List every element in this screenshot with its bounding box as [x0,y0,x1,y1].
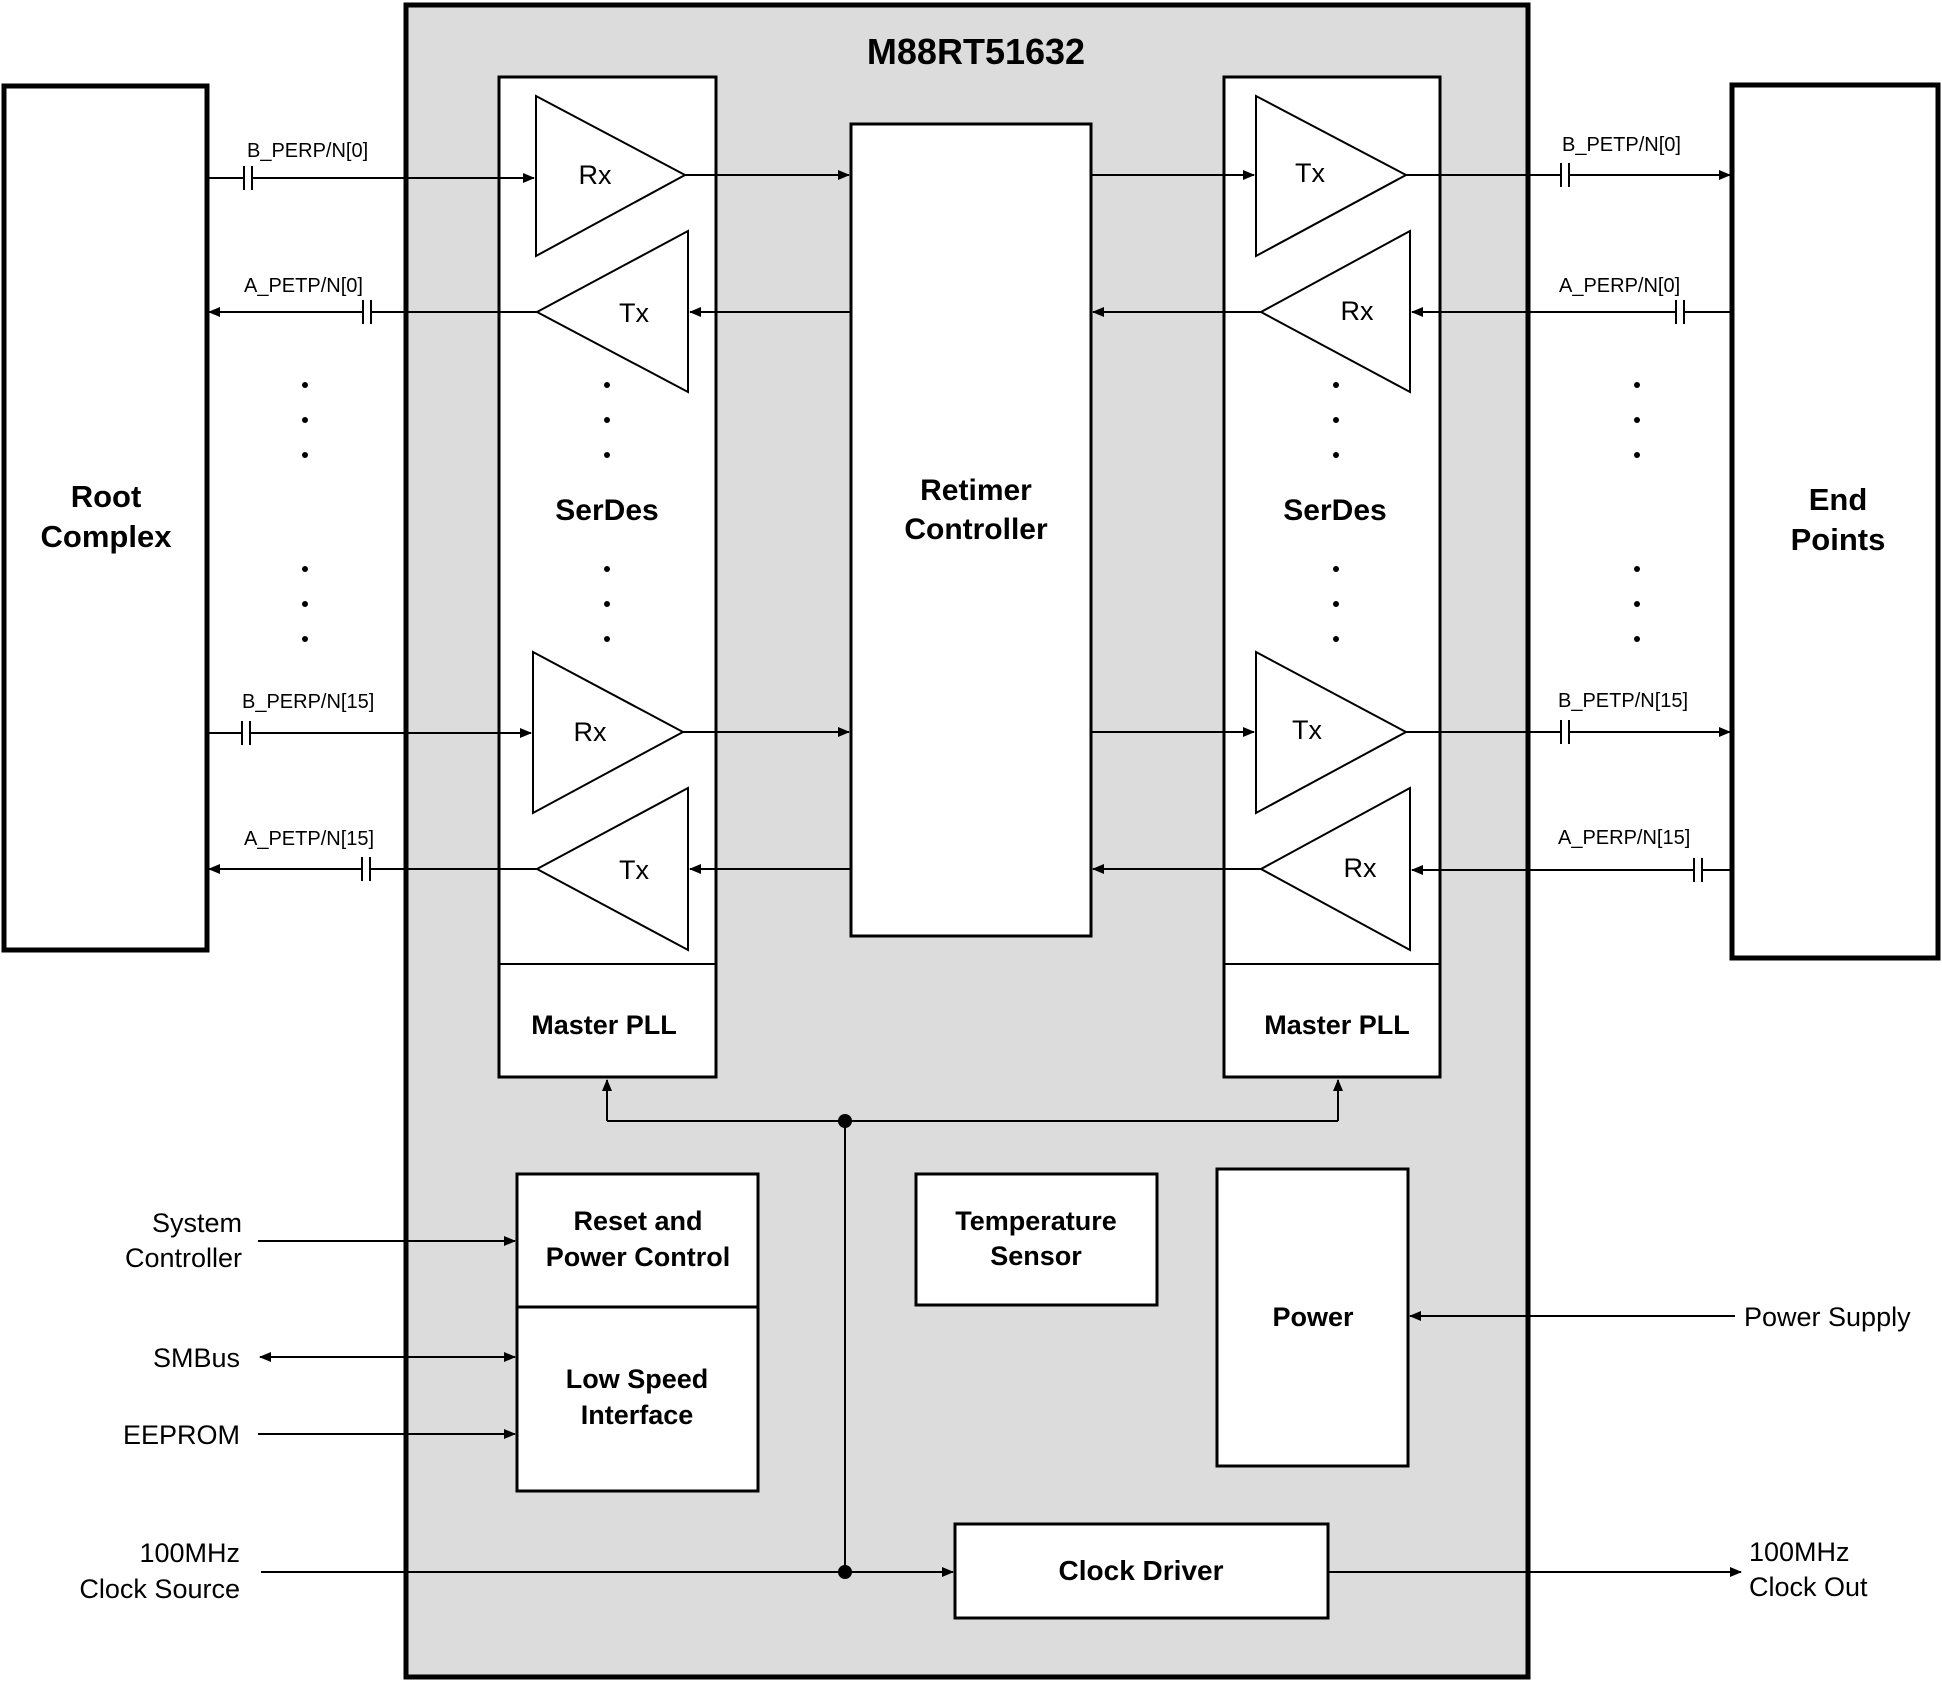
power-label: Power [1272,1302,1354,1332]
clock-out-line1: 100MHz [1749,1537,1850,1567]
serdes-left-tx-0-label: Tx [619,298,649,328]
serdes-right-tx-15 [1255,650,1409,815]
temperature-sensor-box [914,1172,1159,1307]
left-serdes-retimer-links [683,170,851,874]
low-speed-line1: Low Speed [566,1364,709,1394]
serdes-right-rx-15 [1258,786,1411,952]
power-supply-label: Power Supply [1744,1302,1911,1332]
clock-out-line2: Clock Out [1749,1572,1868,1602]
power-box [1215,1167,1410,1468]
reset-power-control-box [515,1172,760,1309]
signal-left-3: A_PETP/N[15] [244,828,374,850]
signal-right-0: B_PETP/N[0] [1562,134,1681,156]
system-controller-line1: System [152,1208,242,1238]
right-lane-connections [1406,163,1732,882]
retimer-label-line1: Retimer [920,474,1032,507]
serdes-left-label: SerDes [555,494,658,527]
reset-block-line2: Power Control [546,1242,731,1272]
root-complex-label-line1: Root [71,479,142,514]
system-controller-line2: Controller [125,1243,242,1273]
temp-sensor-line1: Temperature [955,1206,1117,1236]
serdes-left-rx-15-label: Rx [574,717,607,747]
signal-right-2: B_PETP/N[15] [1558,690,1688,712]
serdes-right-tx-0 [1255,94,1409,258]
pll-clock-distribution [602,1079,1343,1572]
serdes-left-rx-0 [535,94,688,258]
clock-source-line1: 100MHz [139,1538,240,1568]
serdes-left-tx-15 [534,786,689,952]
left-lane-connections [207,166,537,881]
end-points-box [1729,82,1941,961]
serdes-left-tx-15-label: Tx [619,855,649,885]
serdes-left-rx-0-label: Rx [579,160,612,190]
signal-right-1: A_PERP/N[0] [1559,275,1680,297]
low-speed-interface-box [515,1305,760,1493]
end-points-label-line2: Points [1791,522,1886,557]
serdes-left-ellipsis [604,382,610,642]
serdes-right-tx-0-label: Tx [1295,158,1325,188]
clock-driver-label: Clock Driver [1059,1555,1224,1586]
serdes-right-rx-0 [1258,229,1411,394]
clock-source-line2: Clock Source [79,1574,240,1604]
signal-left-0: B_PERP/N[0] [247,140,368,162]
smbus-label: SMBus [153,1343,240,1373]
serdes-left-rx-15 [532,650,686,815]
retimer-label-line2: Controller [904,513,1048,546]
left-lane-ellipsis [302,382,308,642]
temp-sensor-line2: Sensor [990,1241,1082,1271]
serdes-left-tx-0 [534,229,689,394]
right-serdes-retimer-links [1091,170,1261,874]
signal-left-1: A_PETP/N[0] [244,275,363,297]
serdes-right-label: SerDes [1283,494,1386,527]
right-lane-ellipsis [1634,382,1640,642]
serdes-right-pll: Master PLL [1264,1010,1410,1040]
low-speed-line2: Interface [581,1400,694,1430]
root-complex-label-line2: Complex [41,519,173,554]
reset-block-line1: Reset and [573,1206,702,1236]
signal-left-2: B_PERP/N[15] [242,691,374,713]
end-points-label-line1: End [1809,482,1868,517]
serdes-right-rx-0-label: Rx [1341,296,1374,326]
retimer-controller-box [849,122,1093,938]
eeprom-label: EEPROM [123,1420,240,1450]
root-complex-box [1,83,210,953]
serdes-left-pll: Master PLL [531,1010,677,1040]
chip-title: M88RT51632 [867,31,1085,72]
serdes-right-rx-15-label: Rx [1344,853,1377,883]
serdes-right-tx-15-label: Tx [1292,715,1322,745]
clock-driver-box [953,1522,1330,1620]
signal-right-3: A_PERP/N[15] [1558,827,1690,849]
external-connections [258,1236,1742,1579]
serdes-right-ellipsis [1333,382,1339,642]
